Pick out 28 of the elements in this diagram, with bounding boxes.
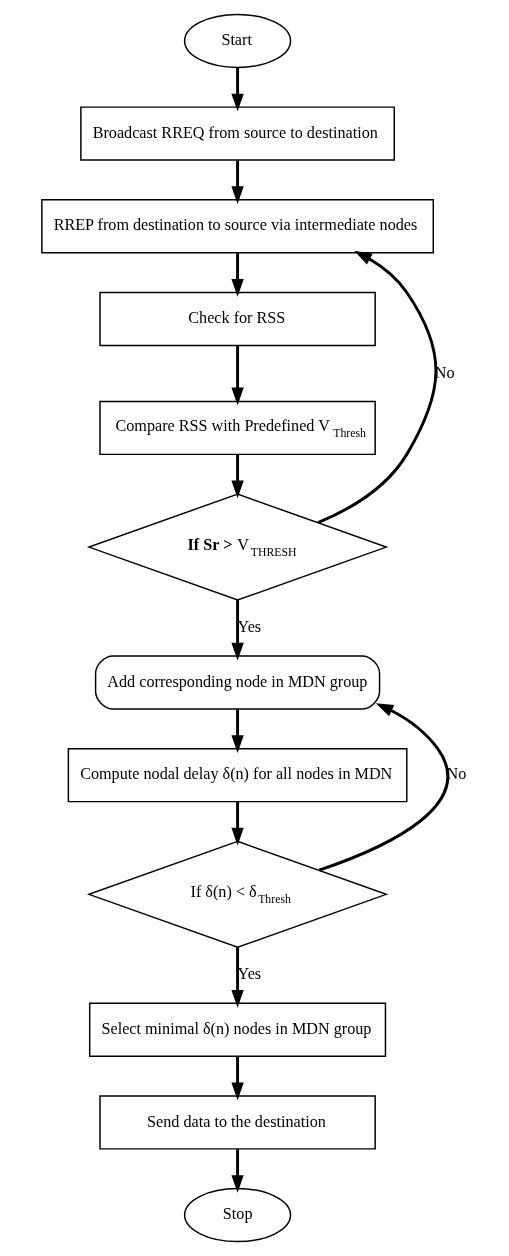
node-box: Compare RSS with Predefined V$_{Thresh}$ bbox=[99, 400, 376, 456]
edge-label: No bbox=[434, 363, 455, 381]
node-diamond: If δ(n) < δ$_{Thresh}$ bbox=[86, 840, 389, 949]
node-box: Select minimal δ(n) nodes in MDN group bbox=[88, 1002, 387, 1057]
arrow bbox=[231, 1056, 244, 1101]
node-ellipse: Start bbox=[183, 13, 292, 69]
node-box: Broadcast RREQ from source to destination bbox=[80, 106, 395, 161]
node-diamond: If Sr > V$_{THRESH}$ bbox=[86, 493, 389, 601]
arrow bbox=[231, 709, 244, 753]
arrow bbox=[231, 67, 244, 112]
node-box: Add corresponding node in MDN group bbox=[94, 655, 381, 710]
arrow bbox=[231, 160, 244, 205]
arrow bbox=[318, 703, 450, 872]
node-ellipse: Stop bbox=[183, 1187, 292, 1243]
node-box: Check for RSS bbox=[99, 291, 376, 347]
node-box: Send data to the destination bbox=[99, 1095, 376, 1150]
arrow bbox=[231, 345, 244, 406]
arrow bbox=[231, 1149, 244, 1193]
edge-label: Yes bbox=[237, 618, 262, 636]
arrow bbox=[231, 454, 244, 499]
arrow bbox=[317, 250, 438, 525]
arrow bbox=[231, 947, 244, 1008]
edge-label: Yes bbox=[237, 965, 262, 983]
arrow bbox=[231, 801, 244, 846]
arrow bbox=[231, 600, 244, 661]
node-box: Compute nodal delay δ(n) for all nodes in MDN bbox=[67, 747, 408, 803]
node-box: RREP from destination to source via intermediate nodes bbox=[41, 199, 434, 254]
arrow bbox=[231, 253, 244, 297]
